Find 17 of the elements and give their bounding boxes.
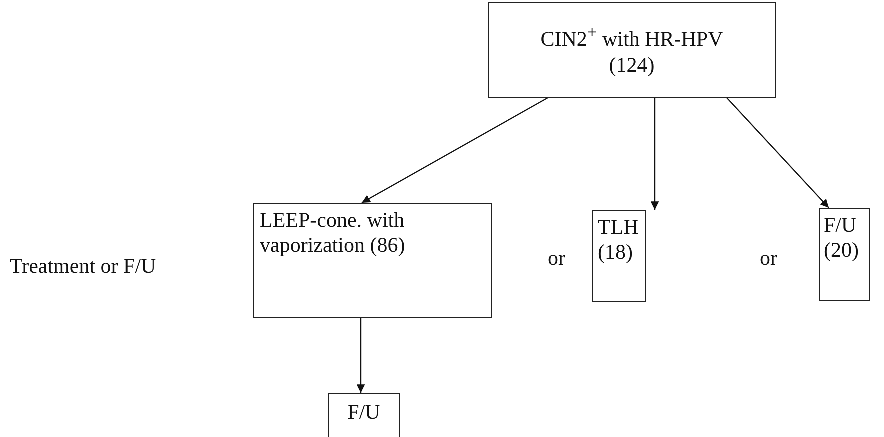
box-text: F/U (20) (824, 213, 860, 264)
box-text: LEEP-cone. with vaporization (86) (260, 208, 406, 258)
arrow (650, 98, 660, 210)
box-text: F/U (346, 400, 382, 426)
process-box (819, 208, 870, 301)
process-box (328, 393, 400, 437)
arrow (362, 97, 548, 204)
box-text: TLH (18) (598, 215, 638, 266)
process-box (592, 210, 646, 302)
process-box (253, 203, 492, 318)
arrow (356, 318, 366, 393)
connector-word: or (548, 246, 566, 271)
row-label: Treatment or F/U (10, 254, 156, 279)
arrow (726, 98, 830, 208)
box-text: CIN2$^{+}$ with HR-HPV (124) (540, 22, 724, 78)
connector-word: or (760, 246, 778, 271)
process-box (488, 2, 776, 98)
